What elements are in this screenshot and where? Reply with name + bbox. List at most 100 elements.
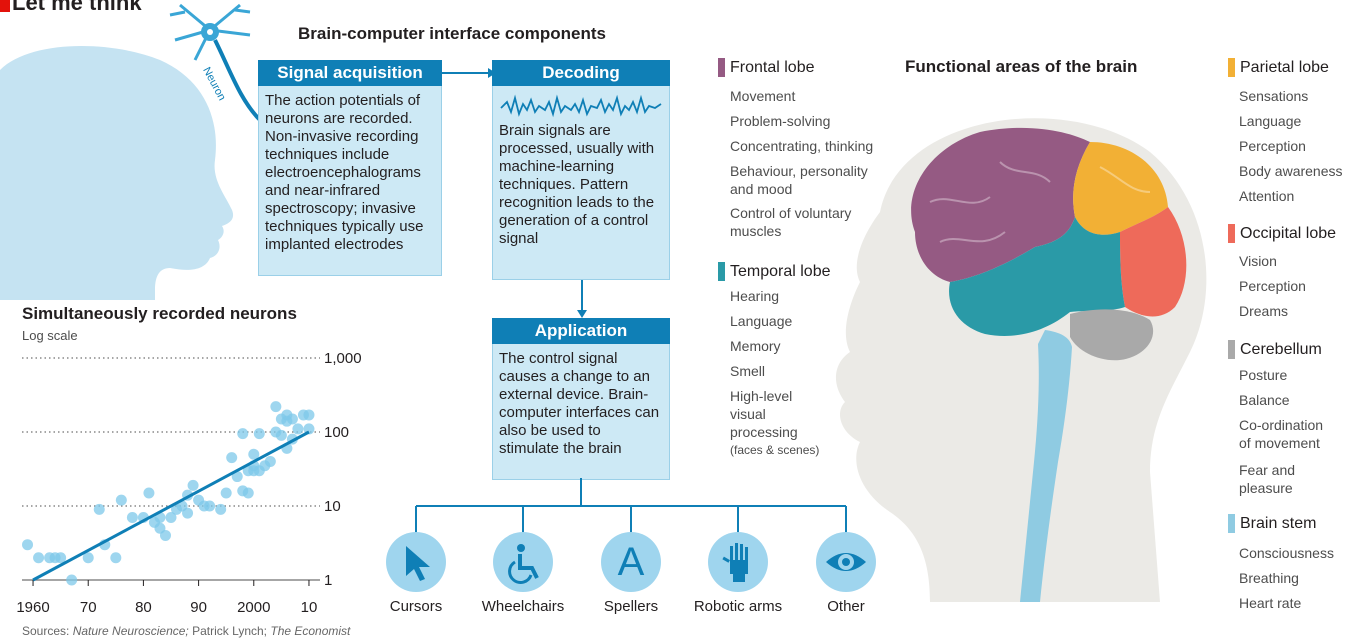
x-tick-label: 10 — [301, 599, 318, 616]
occipital-item: Vision — [1239, 253, 1277, 269]
temporal-item: Smell — [730, 363, 766, 379]
stem-item: Consciousness — [1239, 545, 1334, 561]
application-heading: Application — [492, 318, 670, 344]
decoding-line: machine-learning — [499, 158, 615, 175]
decoding-line: generation of a control — [499, 212, 649, 229]
data-point — [303, 423, 315, 435]
x-tick-label: 2000 — [237, 599, 270, 616]
frontal-item: Problem-solving — [730, 113, 831, 129]
temporal-lobe-region — [949, 217, 1125, 336]
application-text: The control signal causes a change to an… — [492, 344, 670, 480]
frontal-item: Control of voluntary — [730, 205, 852, 221]
arrow-decoding-to-application — [577, 280, 587, 318]
frontal-item: Movement — [730, 88, 796, 104]
brain-stem-region — [1020, 330, 1072, 602]
brain-title: Functional areas of the brain — [905, 57, 1138, 76]
source-2: Patrick Lynch; — [188, 624, 271, 638]
signal-line: techniques typically use — [265, 218, 424, 235]
frontal-lobe-swatch — [718, 58, 725, 77]
source-prefix: Sources: — [22, 624, 73, 638]
device-label: Spellers — [603, 598, 659, 615]
parietal-lobe-region — [1073, 142, 1168, 235]
application-line: also be used to — [499, 422, 601, 439]
stem-item: Heart rate — [1239, 595, 1302, 611]
application-line: computer interfaces can — [499, 404, 660, 421]
temporal-item: High-level — [730, 388, 793, 404]
data-point — [220, 487, 232, 499]
decoding-line: signal — [499, 230, 539, 247]
application-line: The control signal — [499, 350, 618, 367]
source-1: Nature Neuroscience; — [72, 624, 189, 638]
trend-line — [32, 430, 310, 582]
cerebellum-item: Posture — [1239, 367, 1288, 383]
signal-line: Non-invasive recording — [265, 128, 419, 145]
temporal-item: Language — [730, 313, 793, 329]
data-point — [143, 487, 155, 499]
parietal-item: Perception — [1239, 138, 1306, 154]
data-point — [253, 428, 265, 440]
parietal-lobe-title: Parietal lobe — [1240, 59, 1329, 76]
data-point — [187, 479, 199, 491]
data-point — [242, 487, 254, 499]
decoding-box: Decoding Brain signals are processed, us… — [492, 60, 670, 280]
brain-stem-swatch — [1228, 514, 1235, 533]
letter-a-icon: A — [601, 532, 661, 592]
x-tick-label: 1960 — [16, 599, 49, 616]
data-point — [93, 503, 105, 515]
decoding-heading: Decoding — [492, 60, 670, 86]
chart-subtitle: Log scale — [22, 328, 78, 343]
frontal-item: muscles — [730, 223, 782, 239]
device-robotic-arms — [708, 532, 768, 592]
head-silhouette — [0, 46, 234, 300]
header-red-mark — [0, 0, 10, 12]
application-line: causes a change to an — [499, 368, 650, 385]
source-3: The Economist — [270, 624, 351, 638]
occipital-item: Perception — [1239, 278, 1306, 294]
parietal-item: Attention — [1239, 188, 1295, 204]
decoding-line: recognition leads to the — [499, 194, 655, 211]
data-point — [286, 413, 298, 425]
source-note: Sources: Nature Neuroscience; Patrick Ly… — [22, 624, 350, 638]
temporal-item: visual — [730, 406, 766, 422]
frontal-lobe-title: Frontal lobe — [730, 59, 815, 76]
parietal-lobe-swatch — [1228, 58, 1235, 77]
brain-illustration — [835, 118, 1207, 602]
signal-line: electroencephalograms — [265, 164, 421, 181]
occipital-item: Dreams — [1239, 303, 1289, 319]
cerebellum-item: pleasure — [1239, 480, 1293, 496]
x-tick-label: 70 — [80, 599, 97, 616]
frontal-item: Concentrating, thinking — [730, 138, 874, 154]
brain-wave-icon — [500, 94, 662, 118]
data-point — [292, 423, 304, 435]
temporal-item: Memory — [730, 338, 781, 354]
data-point — [22, 539, 34, 551]
application-line: external device. Brain- — [499, 386, 649, 403]
parietal-item: Body awareness — [1239, 163, 1343, 179]
data-point — [115, 494, 127, 506]
data-point — [231, 471, 243, 483]
brain-stem-title: Brain stem — [1240, 515, 1317, 532]
device-label: Wheelchairs — [481, 598, 565, 615]
y-tick-label: 10 — [324, 498, 341, 515]
signal-line: spectroscopy; invasive — [265, 200, 416, 217]
temporal-lobe-swatch — [718, 262, 725, 281]
frontal-lobe-region — [911, 127, 1090, 282]
chart-title: Simultaneously recorded neurons — [22, 304, 297, 323]
data-point — [33, 552, 45, 564]
decoding-text: Brain signals are processed, usually wit… — [492, 86, 670, 280]
decoding-line: Brain signals are — [499, 122, 611, 139]
occipital-lobe-title: Occipital lobe — [1240, 225, 1337, 242]
y-tick-label: 1 — [324, 572, 332, 589]
frontal-item: Behaviour, personality — [730, 163, 868, 179]
signal-acquisition-heading: Signal acquisition — [258, 60, 442, 86]
x-tick-label: 80 — [135, 599, 152, 616]
diagram-title: Brain-computer interface components — [298, 24, 606, 43]
y-tick-label: 1,000 — [324, 350, 362, 367]
head-neuron-illustration — [0, 3, 260, 300]
y-tick-label: 100 — [324, 424, 349, 441]
device-cursors — [386, 532, 446, 592]
parietal-item: Sensations — [1239, 88, 1309, 104]
data-point — [303, 409, 315, 421]
data-point — [215, 503, 227, 515]
